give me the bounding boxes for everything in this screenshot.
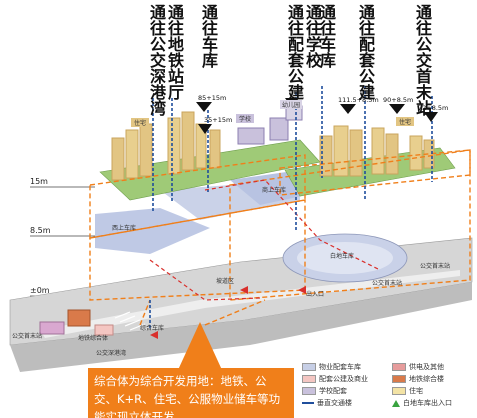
label-bus-terminal: 通往公交首末站	[413, 4, 432, 116]
zone-deck-mid: 商上车库	[262, 186, 286, 194]
zone-right-edge: 公交首末站	[420, 262, 450, 270]
triangle-icon	[392, 399, 400, 407]
legend-item-residential: 住宅	[392, 386, 423, 396]
entry-markers	[150, 286, 306, 339]
zone-deck-left: 西上车库	[112, 224, 136, 232]
callout-box: 综合体为综合开发用地：地铁、公交、K+R、住宅、公服物业储车等功能实现立体开发	[88, 368, 294, 418]
blue-dashed-links	[149, 86, 433, 330]
label-garage-mid: 通往车库	[317, 4, 336, 68]
legend-swatch	[302, 387, 316, 395]
legend-item-vertical: 垂直交通楼	[302, 398, 352, 408]
tag-school: 学校	[239, 115, 251, 123]
legend-swatch	[392, 387, 406, 395]
level-8-5m: 8.5m	[30, 226, 51, 235]
height-tag-85-15: 85+15m	[198, 94, 226, 102]
legend-swatch	[392, 363, 406, 371]
legend-label: 供电及其他	[409, 363, 444, 371]
zone-bus-terminal-left: 公交首末站	[12, 332, 42, 340]
legend: 物业配套车库 配套公建及商业 学校配套 垂直交通楼 供电及其他 地铁综合楼 住宅…	[296, 358, 477, 418]
legend-swatch	[302, 375, 316, 383]
legend-label: 白地车库出入口	[403, 399, 452, 407]
callout-text: 综合体为综合开发用地：地铁、公交、K+R、住宅、公服物业储车等功能实现立体开发	[94, 374, 281, 418]
zone-bus-terminal: 公交首末站	[372, 279, 402, 287]
legend-label: 配套公建及商业	[319, 375, 368, 383]
school-buildings	[237, 105, 303, 145]
label-metro: 通往地铁站厅	[165, 4, 184, 100]
zone-entrance: 出入口	[306, 290, 324, 298]
label-facility: 通往配套公建	[285, 4, 304, 100]
legend-label: 地铁综合楼	[409, 375, 444, 383]
zone-depot: 白地车库	[330, 252, 354, 260]
deck-left	[95, 208, 210, 254]
zone-ramp: 坡道区	[216, 277, 234, 285]
bottom-left-buildings	[39, 309, 114, 336]
height-tag-72: 72+8.5m	[418, 104, 448, 112]
level-15m: 15m	[30, 177, 48, 186]
legend-item-metro: 地铁综合楼	[392, 374, 444, 384]
legend-item-power: 供电及其他	[392, 362, 444, 372]
red-dashed-connectors	[149, 179, 381, 301]
label-bus-bay: 通往公交深港湾	[147, 4, 166, 116]
tag-residential-left: 住宅	[134, 119, 146, 127]
level-0m: ±0m	[30, 286, 50, 295]
legend-item-garage: 物业配套车库	[302, 362, 361, 372]
height-tag-111-5: 111.5+8.5m	[338, 96, 379, 104]
height-tag-90: 90+8.5m	[383, 96, 413, 104]
legend-dash-icon	[302, 402, 314, 404]
zone-metro-ground: 地铁综合体	[78, 334, 108, 342]
legend-label: 物业配套车库	[319, 363, 361, 371]
label-facility-mid: 通往配套公建	[356, 4, 375, 100]
legend-item-facility: 配套公建及商业	[302, 374, 368, 384]
label-school: 通往学校	[303, 4, 322, 68]
legend-label: 学校配套	[319, 387, 347, 395]
tag-residential-right: 住宅	[399, 118, 411, 126]
legend-item-entrance: 白地车库出入口	[392, 398, 452, 408]
tag-school-top: 幼儿园	[282, 101, 300, 109]
towers-left	[111, 111, 221, 181]
label-garage-left: 通往车库	[199, 4, 218, 68]
legend-swatch	[392, 375, 406, 383]
legend-label: 住宅	[409, 387, 423, 395]
legend-item-school: 学校配套	[302, 386, 347, 396]
zone-bus-bay: 公交深港湾	[96, 349, 126, 357]
legend-label: 垂直交通楼	[317, 399, 352, 407]
legend-swatch	[302, 363, 316, 371]
height-tag-35-15: 35+15m	[204, 116, 232, 124]
zone-garage-access: 综合车库	[140, 324, 164, 332]
callout-arrow	[178, 322, 222, 370]
depot-oval-inner	[297, 242, 393, 274]
